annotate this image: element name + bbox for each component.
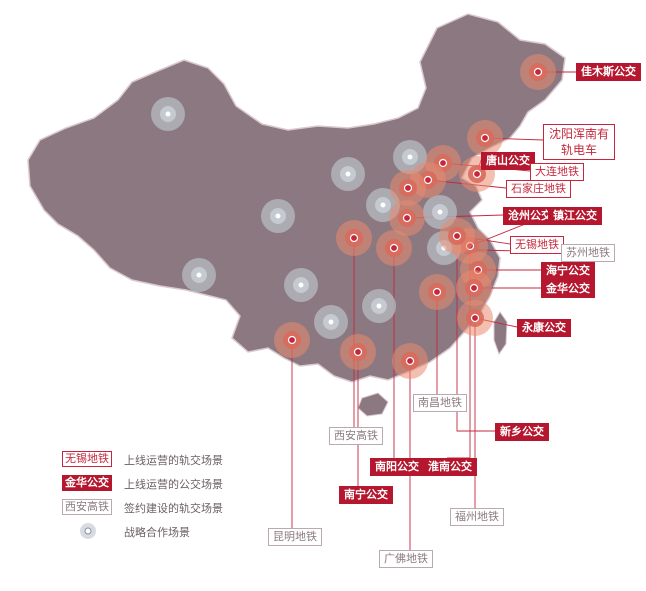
city-marker-operating: [439, 218, 475, 254]
label-zhenjiang-bus[interactable]: 镇江公交: [548, 207, 602, 225]
city-marker-operating: [376, 230, 412, 266]
label-suzhou-metro[interactable]: 苏州地铁: [561, 244, 615, 262]
label-dalian-metro[interactable]: 大连地铁: [530, 163, 584, 181]
label-nanyang-bus[interactable]: 南阳公交: [370, 458, 424, 476]
label-cangzhou-bus[interactable]: 沧州公交: [503, 207, 557, 225]
label-guangfo-metro[interactable]: 广佛地铁: [379, 550, 433, 568]
city-marker-operating: [467, 120, 503, 156]
legend-text-rail: 上线运营的轨交场景: [124, 454, 223, 467]
markers: [151, 54, 556, 379]
city-marker-operating: [274, 322, 310, 358]
label-haining-bus[interactable]: 海宁公交: [541, 262, 595, 280]
legend-text-signed: 签约建设的轨交场景: [124, 502, 223, 515]
city-marker-strategic: [151, 97, 185, 131]
label-xinxiang-bus[interactable]: 新乡公交: [495, 423, 549, 441]
city-marker-strategic: [331, 157, 365, 191]
city-marker-operating: [456, 270, 492, 306]
label-fuzhou-metro[interactable]: 福州地铁: [450, 508, 504, 526]
legend-text-bus: 上线运营的公交场景: [124, 478, 223, 491]
legend-chip-bus: 金华公交: [62, 475, 112, 491]
city-marker-operating: [390, 170, 426, 206]
strategic-dot-icon: [80, 523, 96, 539]
label-shenyang-tram[interactable]: 沈阳浑南有轨电车: [543, 124, 615, 160]
city-marker-operating: [457, 300, 493, 336]
label-jiamusi-bus[interactable]: 佳木斯公交: [576, 63, 641, 81]
label-wuxi-metro[interactable]: 无锡地铁: [510, 236, 564, 254]
city-marker-operating: [392, 343, 428, 379]
city-marker-operating: [520, 54, 556, 90]
label-huainan-bus[interactable]: 淮南公交: [423, 458, 477, 476]
city-marker-operating: [340, 334, 376, 370]
city-marker-operating: [336, 220, 372, 256]
label-jinhua-bus[interactable]: 金华公交: [541, 280, 595, 298]
label-xian-highspeed[interactable]: 西安高铁: [329, 427, 383, 445]
label-tangshan-bus[interactable]: 唐山公交: [481, 152, 535, 170]
label-kunming-metro[interactable]: 昆明地铁: [268, 528, 322, 546]
taiwan-island: [493, 311, 508, 356]
legend-chip-signed: 西安高铁: [62, 499, 112, 515]
label-nanning-bus[interactable]: 南宁公交: [339, 486, 393, 504]
city-marker-strategic: [284, 268, 318, 302]
city-marker-strategic: [261, 199, 295, 233]
label-shijiazhuang-metro[interactable]: 石家庄地铁: [506, 180, 571, 198]
label-nanchang-metro[interactable]: 南昌地铁: [413, 394, 467, 412]
hainan-island: [357, 392, 389, 417]
city-marker-operating: [419, 274, 455, 310]
legend-text-strategic: 战略合作场景: [124, 526, 190, 539]
label-yongkang-bus[interactable]: 永康公交: [517, 319, 571, 337]
city-marker-strategic: [182, 258, 216, 292]
city-marker-strategic: [362, 289, 396, 323]
city-marker-operating: [389, 200, 425, 236]
legend-chip-rail: 无锡地铁: [62, 451, 112, 467]
leader-line: [456, 236, 495, 432]
city-marker-strategic: [314, 305, 348, 339]
